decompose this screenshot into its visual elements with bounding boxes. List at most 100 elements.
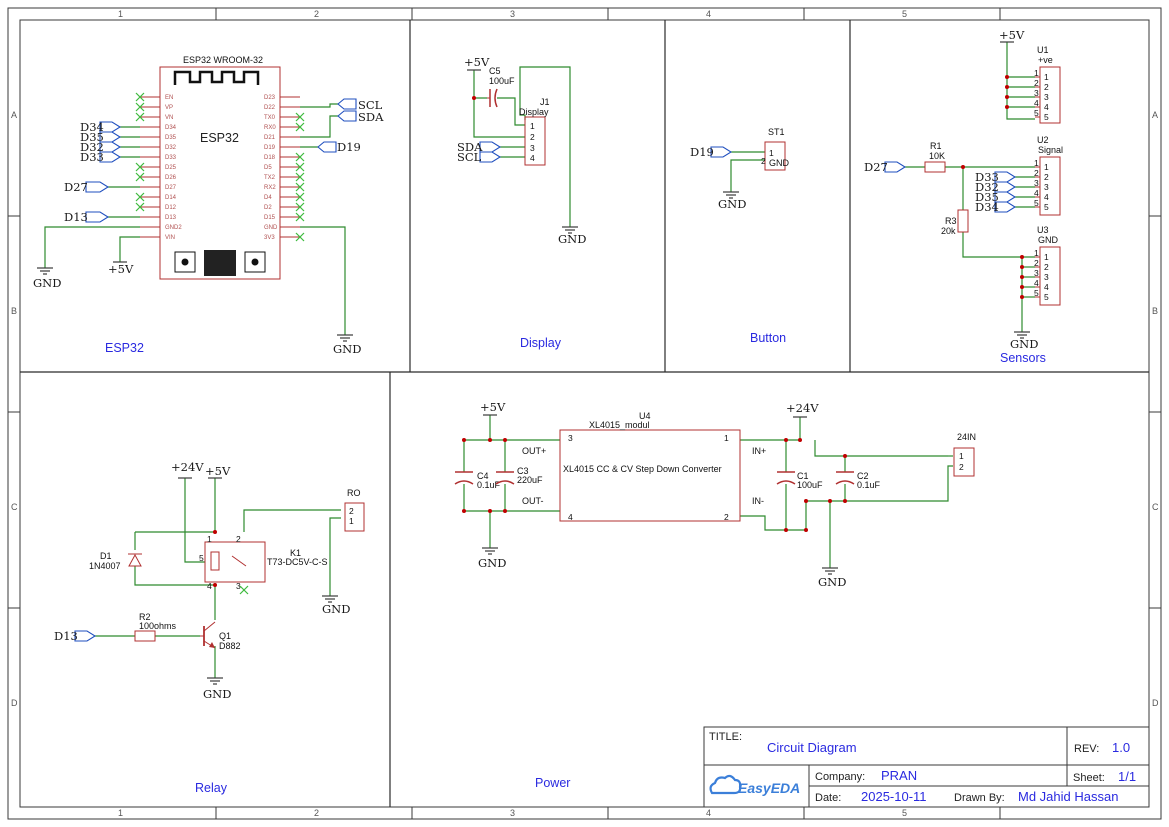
esp32-pin-d23: D23 (264, 95, 276, 101)
connector-ro[interactable]: RO 2 1 (344, 488, 365, 532)
u3-pin-outer-3: 3 (1034, 268, 1039, 278)
esp32-usb-port (204, 250, 236, 276)
u3-pin-2: 2 (1044, 262, 1049, 272)
u1-pin-outer-1: 1 (1034, 68, 1039, 78)
net-d19-button[interactable]: D19 (690, 145, 733, 159)
esp32-pin-d15: D15 (264, 215, 276, 221)
diode-d1[interactable]: D1 1N4007 (89, 551, 142, 571)
net-d33[interactable]: D33 (80, 150, 122, 164)
net-d33-label: D33 (80, 150, 104, 164)
net-d35-sensor[interactable]: D35 (975, 190, 1017, 204)
capacitor-c3[interactable]: C3 220uF (495, 466, 543, 485)
net-sda-esp[interactable]: SDA (337, 110, 384, 124)
k1-pin-4: 4 (207, 581, 212, 591)
gnd-symbol-display: GND (558, 226, 586, 246)
relay-k1[interactable]: K1 T73-DC5V-C-S 1 2 3 4 5 (199, 534, 328, 595)
gnd-label-power-out: GND (478, 556, 506, 570)
net-d34-sensor[interactable]: D34 (975, 200, 1017, 214)
c3-value: 220uF (517, 475, 543, 485)
net-scl-display-label: SCL (457, 150, 482, 164)
c4-value: 0.1uF (477, 480, 501, 490)
j1-pin-4: 4 (530, 153, 535, 163)
connector-j1[interactable]: J1 Display 1 2 3 4 (519, 97, 550, 166)
u1-pin-5: 5 (1044, 112, 1049, 122)
esp32-pin-d21: D21 (264, 135, 276, 141)
net-d32-sensor[interactable]: D32 (975, 180, 1017, 194)
st1-ref: ST1 (768, 127, 785, 137)
gnd-symbol-sensor: GND (1010, 331, 1038, 351)
esp32-pin-vin: VIN (165, 235, 175, 241)
ruler-row-d-right: D (1152, 698, 1159, 708)
vcc-label-power-5v: +5V (480, 400, 506, 414)
resistor-r2[interactable]: R2 100ohms (134, 612, 177, 642)
transistor-q1[interactable]: Q1 D882 (200, 621, 241, 651)
gnd-label-esp-left: GND (33, 276, 61, 290)
u2-pin-outer-3: 3 (1034, 178, 1039, 188)
u2-pin-outer-5: 5 (1034, 198, 1039, 208)
u1-pin-outer-2: 2 (1034, 78, 1039, 88)
company-label: Company: (815, 771, 865, 783)
net-d13-esp-label: D13 (64, 210, 88, 224)
u4-in-plus: IN+ (752, 446, 766, 456)
esp32-module[interactable]: ESP32 WROOM-32 ESP32 ENVPVND34D35D32D33D… (140, 55, 300, 280)
net-scl-display[interactable]: SCL (457, 150, 502, 164)
conn-24in-pin-1: 1 (959, 451, 964, 461)
u4-in-minus: IN- (752, 496, 764, 506)
section-label-relay: Relay (195, 781, 228, 795)
net-d33-sensor[interactable]: D33 (975, 170, 1017, 184)
r2-ref: R2 (139, 612, 151, 622)
capacitor-c4[interactable]: C4 0.1uF (454, 471, 501, 490)
j1-pin-2: 2 (530, 132, 535, 142)
sheet-value: 1/1 (1118, 769, 1136, 784)
ruler-row-d: D (11, 698, 18, 708)
esp32-left-pins: ENVPVND34D35D32D33D25D26D27D14D12D13GND2… (140, 95, 182, 241)
esp32-pin-d4: D4 (264, 195, 272, 201)
net-d35[interactable]: D35 (80, 130, 122, 144)
net-d27-esp[interactable]: D27 (64, 180, 110, 194)
net-d13-esp[interactable]: D13 (64, 210, 110, 224)
c1-value: 100uF (797, 480, 823, 490)
esp32-pin-vp: VP (165, 105, 173, 111)
connector-24in[interactable]: 24IN 1 2 (948, 432, 976, 477)
converter-u4[interactable]: U4 XL4015_modul XL4015 CC & CV Step Down… (522, 411, 766, 522)
net-d27-sensor[interactable]: D27 (864, 160, 907, 174)
net-sda-display[interactable]: SDA (457, 140, 502, 154)
u2-pin-4: 4 (1044, 192, 1049, 202)
gnd-symbol-esp-left: GND (33, 267, 61, 290)
esp32-pin-d34: D34 (165, 125, 177, 131)
resistor-r3[interactable]: R3 20k (941, 209, 969, 236)
u4-description: XL4015 CC & CV Step Down Converter (563, 464, 722, 474)
u4-pin-2: 2 (724, 512, 729, 522)
sheet-label: Sheet: (1073, 772, 1105, 784)
r1-value: 10K (929, 151, 945, 161)
net-d32[interactable]: D32 (80, 140, 122, 154)
esp32-pin-gnd: GND (264, 225, 278, 231)
net-d13-relay[interactable]: D13 (54, 629, 97, 643)
u2-value: Signal (1038, 145, 1063, 155)
ro-pin-1: 1 (349, 516, 354, 526)
esp32-nc-markers (135, 92, 305, 242)
vcc-symbol-relay-5v: +5V (205, 464, 231, 479)
ruler-col-1-bottom: 1 (118, 808, 123, 818)
esp32-pin-vn: VN (165, 115, 173, 121)
net-d19-esp[interactable]: D19 (317, 140, 361, 154)
net-d34-label: D34 (80, 120, 104, 134)
net-d34[interactable]: D34 (80, 120, 122, 134)
gnd-label-button: GND (718, 197, 746, 211)
net-scl-esp[interactable]: SCL (337, 98, 383, 112)
pushbutton-st1[interactable]: ST1 1 2 GND (761, 127, 790, 171)
ro-pin-2: 2 (349, 506, 354, 516)
capacitor-c2[interactable]: C2 0.1uF (835, 471, 881, 490)
capacitor-c1[interactable]: C1 100uF (776, 471, 823, 490)
vcc-symbol-display-5v: +5V (464, 55, 490, 71)
ruler-col-1: 1 (118, 9, 123, 19)
section-label-power: Power (535, 776, 570, 790)
r2-value: 100ohms (139, 621, 177, 631)
vcc-label-relay-5v: +5V (205, 464, 231, 478)
capacitor-c5[interactable]: C5 100uF (487, 66, 515, 108)
u1-pin-4: 4 (1044, 102, 1049, 112)
resistor-r1[interactable]: R1 10K (924, 141, 946, 173)
